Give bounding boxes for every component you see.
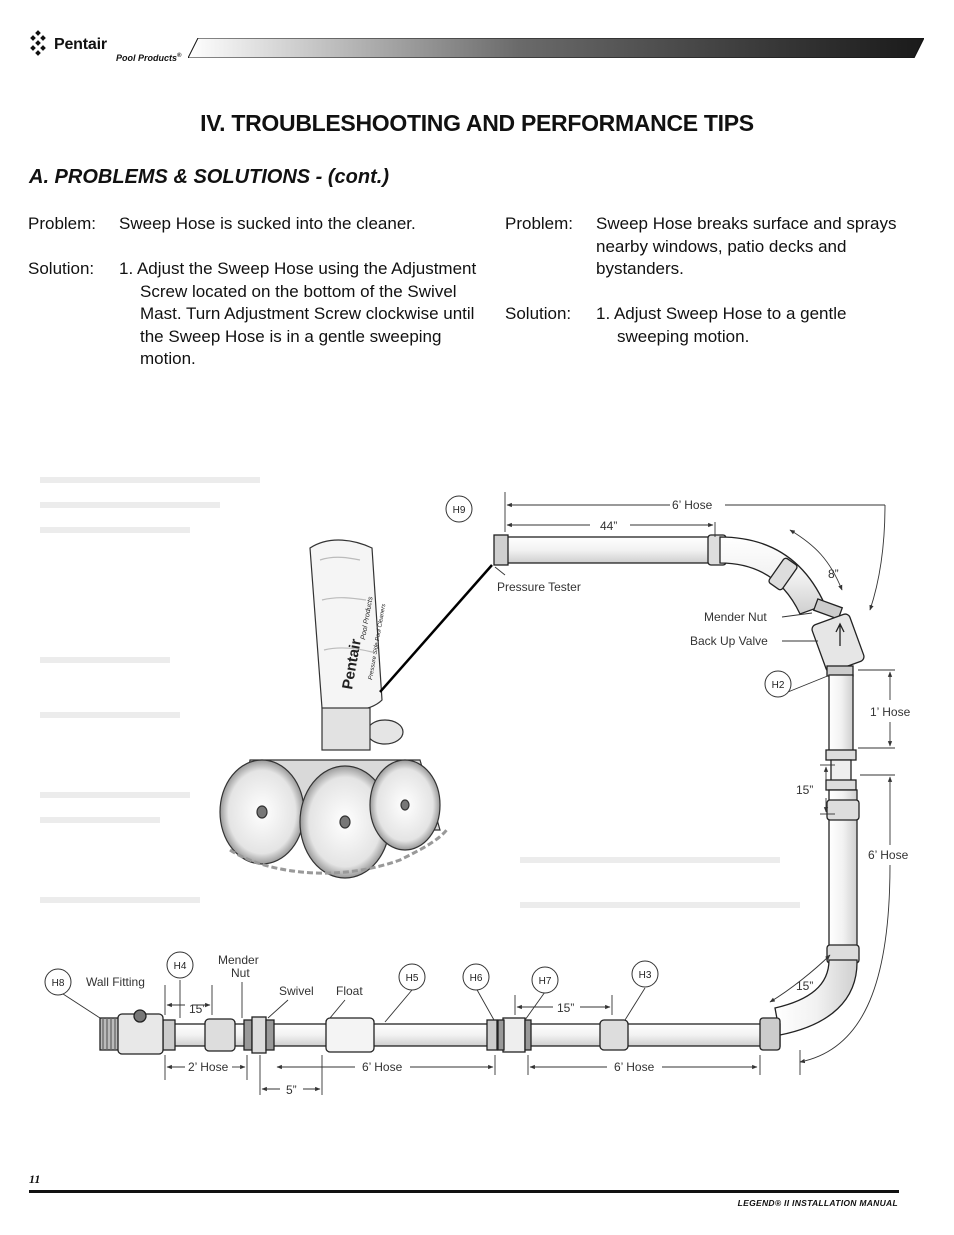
- label-hose-6ft-bottom2: 6’ Hose: [614, 1060, 655, 1074]
- background-faded-text: [40, 477, 800, 908]
- label-h9: H9: [453, 505, 466, 516]
- page-number: 11: [29, 1172, 41, 1186]
- problem-text: Sweep Hose breaks surface and sprays nea…: [596, 214, 897, 278]
- left-problem-block: Problem: Sweep Hose is sucked into the c…: [28, 213, 476, 403]
- problem-text: Sweep Hose is sucked into the cleaner.: [119, 214, 416, 233]
- callout-h9: [445, 495, 473, 523]
- pentair-logo: Pentair Pool Products®: [28, 28, 188, 68]
- label-8in: 8”: [828, 567, 839, 581]
- manual-title: LEGEND® II INSTALLATION MANUAL: [737, 1198, 898, 1208]
- label-15in-right: 15”: [796, 783, 813, 797]
- label-15in-corner: 15”: [796, 979, 813, 993]
- label-15in-mid: 15”: [557, 1001, 574, 1015]
- page-title: IV. TROUBLESHOOTING AND PERFORMANCE TIPS: [200, 110, 754, 136]
- label-h6: H6: [470, 973, 483, 984]
- callout-h5: [398, 963, 426, 991]
- bottom-hose: [149, 1016, 781, 1054]
- diagram-labels: 6’ Hose 44” 8” Pressure Tester Mender Nu…: [86, 498, 911, 1097]
- label-pressure-tester: Pressure Tester: [497, 580, 581, 594]
- callout-h7: [531, 966, 559, 994]
- right-problem-block: Problem: Sweep Hose breaks surface and s…: [505, 213, 935, 353]
- label-mender-nut: Mender Nut: [704, 610, 767, 624]
- cleaner-pointer-line: [379, 564, 493, 693]
- label-hose-6ft-right: 6’ Hose: [868, 848, 909, 862]
- installation-diagram: Pentair Pool Products Pressure Side Pool…: [40, 477, 911, 1097]
- callout-h4: [166, 951, 194, 979]
- label-nut: Nut: [231, 966, 250, 980]
- label-h4: H4: [174, 961, 187, 972]
- brand-subtitle: Pool Products®: [116, 53, 182, 63]
- label-h8: H8: [52, 978, 65, 989]
- label-h7: H7: [539, 976, 552, 987]
- header-gradient-bar: [188, 38, 924, 58]
- pool-cleaner-illustration: Pentair Pool Products Pressure Side Pool…: [219, 539, 450, 879]
- callout-h3: [631, 960, 659, 988]
- back-up-valve: [811, 598, 865, 677]
- label-float: Float: [336, 984, 363, 998]
- label-mender: Mender: [218, 953, 259, 967]
- label-hose-2ft: 2’ Hose: [188, 1060, 229, 1074]
- dimension-lines: [59, 492, 895, 1095]
- solution-text: 1. Adjust the Sweep Hose using the Adjus…: [119, 259, 477, 368]
- label-h2: H2: [772, 680, 785, 691]
- brand-name: Pentair: [54, 36, 107, 53]
- label-hose-6ft-bottom1: 6’ Hose: [362, 1060, 403, 1074]
- pentair-diamond-icon: [30, 30, 46, 56]
- problem-label: Problem:: [505, 214, 574, 233]
- callout-circles: [44, 495, 792, 996]
- solution-text: 1. Adjust Sweep Hose to a gentle sweepin…: [596, 304, 847, 346]
- top-hose: [493, 534, 826, 615]
- label-hose-1ft: 1’ Hose: [870, 705, 911, 719]
- callout-h6: [462, 963, 490, 991]
- solution-label: Solution:: [505, 304, 572, 323]
- section-heading: A. PROBLEMS & SOLUTIONS - (cont.): [29, 166, 389, 188]
- label-h5: H5: [406, 973, 419, 984]
- label-swivel: Swivel: [279, 984, 314, 998]
- right-hose: [774, 674, 860, 1036]
- footer-rule: [29, 1190, 899, 1193]
- solution-label: Solution:: [28, 259, 95, 278]
- callout-h2: [764, 670, 792, 698]
- label-back-up-valve: Back Up Valve: [690, 634, 768, 648]
- wall-fitting: [99, 1009, 164, 1055]
- label-hose-6ft-top: 6’ Hose: [672, 498, 713, 512]
- label-h3: H3: [639, 970, 652, 981]
- label-wall-fitting: Wall Fitting: [86, 975, 145, 989]
- callout-h8: [44, 968, 72, 996]
- problem-label: Problem:: [28, 214, 97, 233]
- label-44in: 44”: [600, 519, 617, 533]
- label-15in-left: 15”: [189, 1002, 206, 1016]
- label-5in: 5”: [286, 1083, 297, 1097]
- callout-labels: H9 H2 H8 H4 H5 H6 H7 H3: [52, 505, 785, 989]
